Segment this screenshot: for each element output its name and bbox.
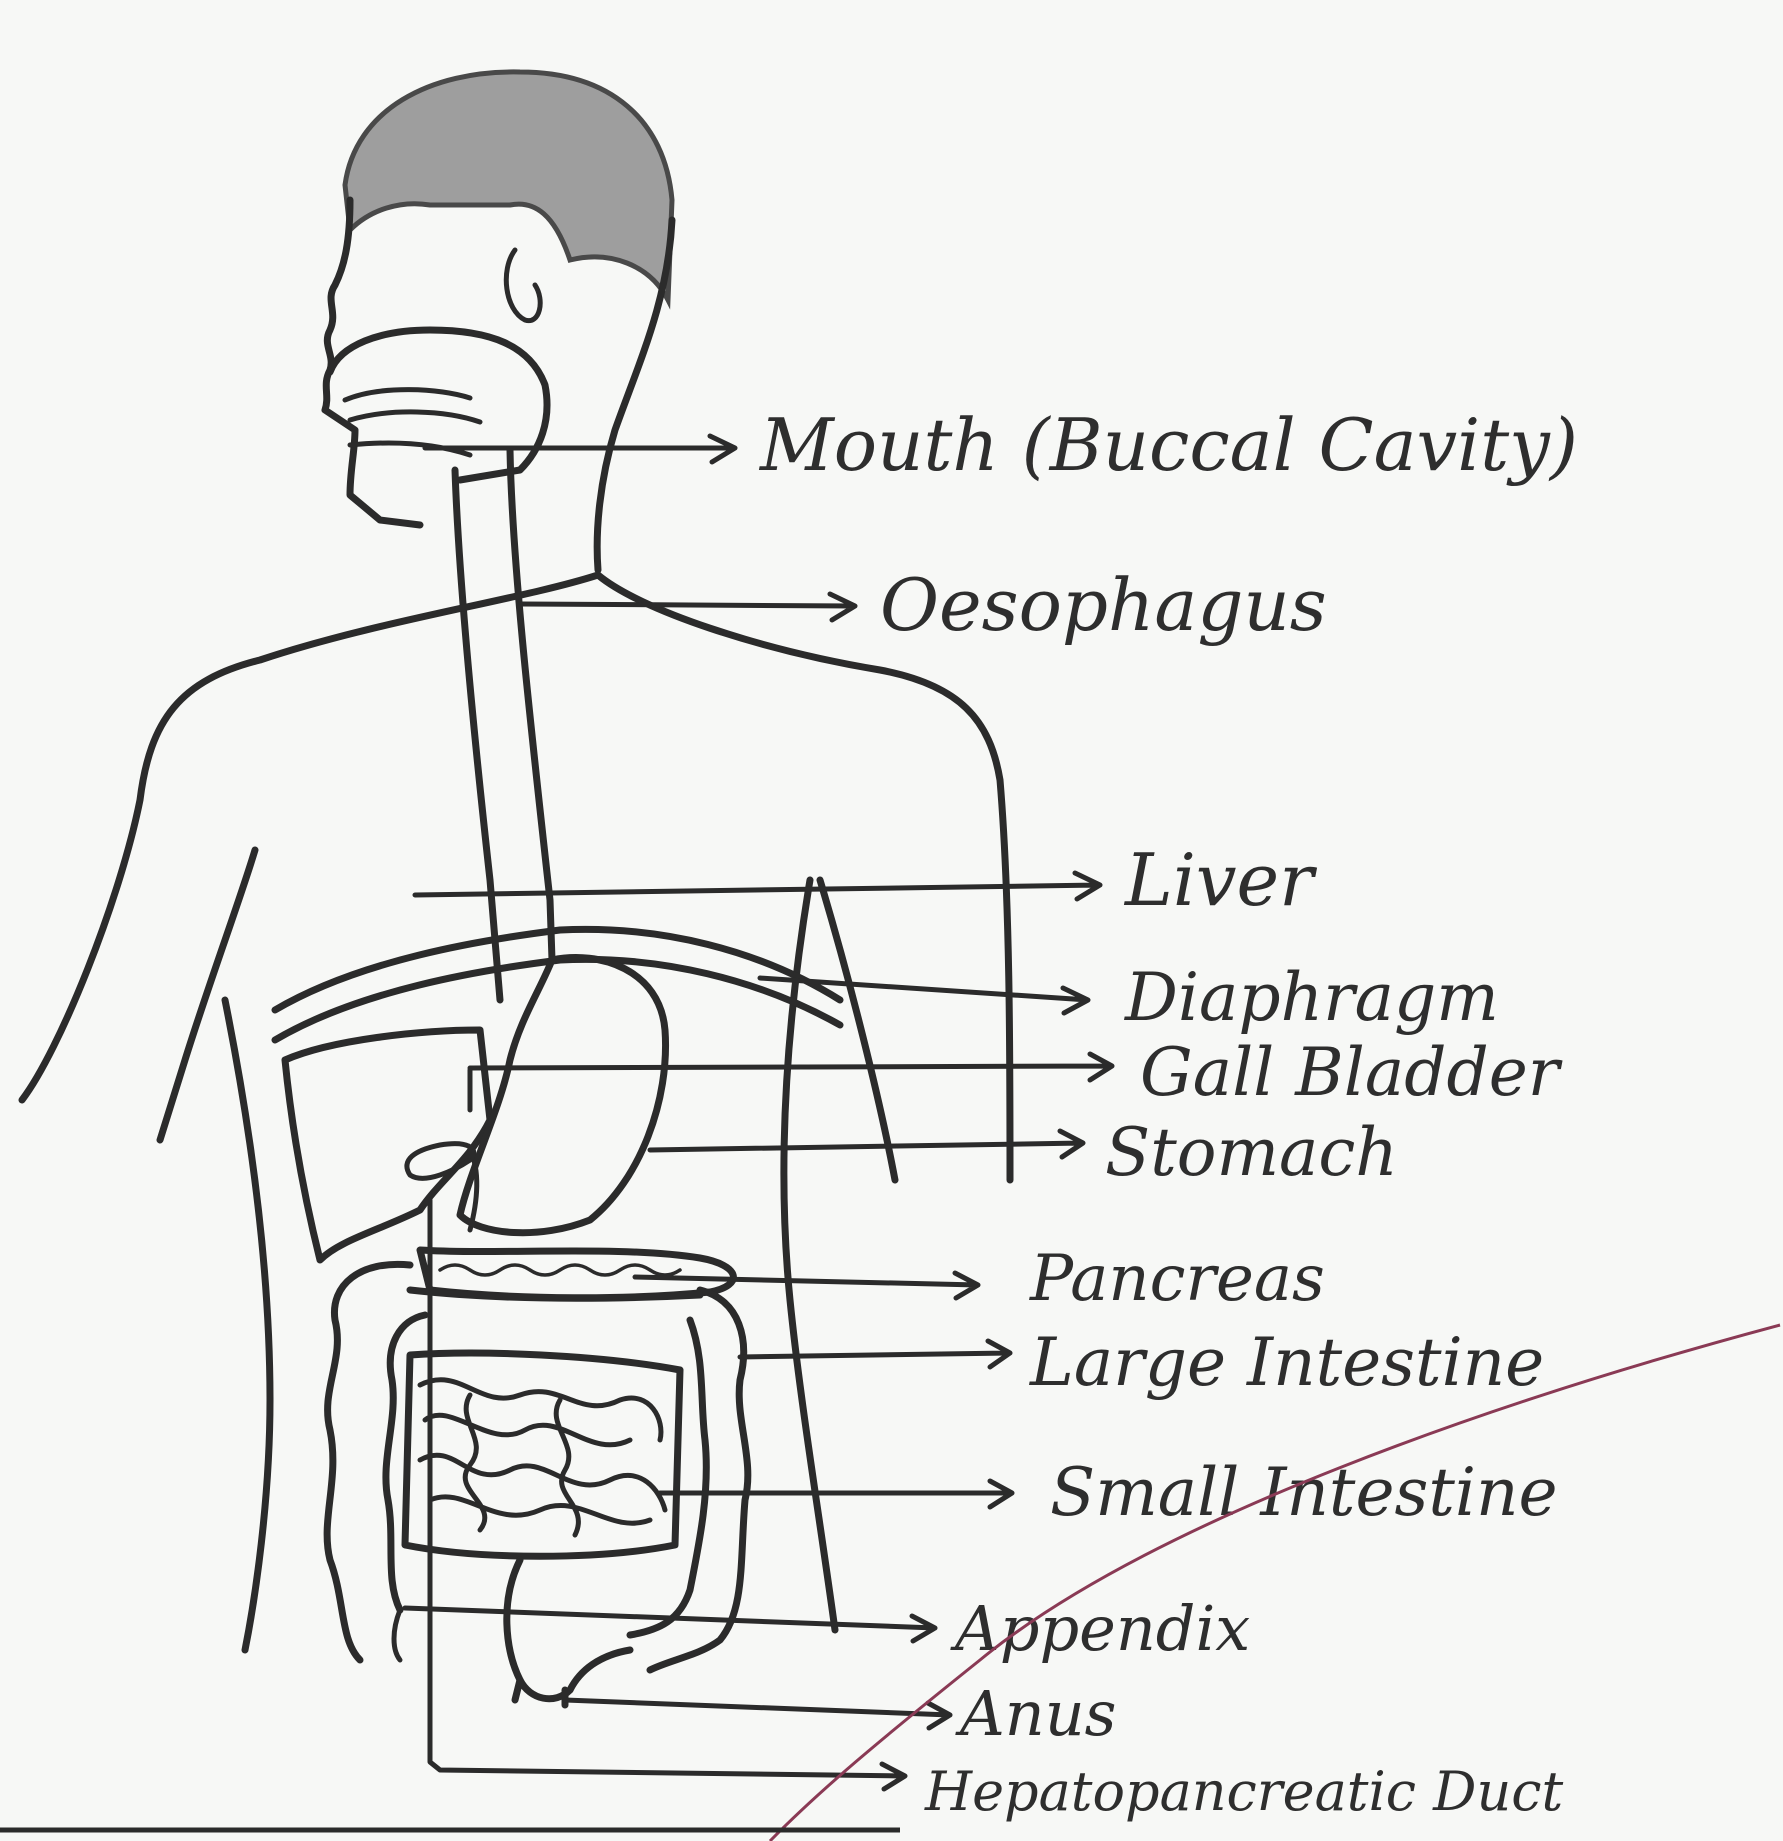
ear — [506, 250, 540, 321]
pointer-anus — [565, 1700, 950, 1728]
pancreas — [420, 1250, 733, 1298]
label-pancreas: Pancreas — [1029, 1242, 1325, 1316]
mouth-cavity — [330, 330, 547, 480]
head — [325, 72, 672, 570]
small-intestine — [405, 1353, 680, 1556]
label-mouth: Mouth (Buccal Cavity) — [758, 403, 1578, 487]
tongue-lower — [350, 412, 480, 422]
torso — [22, 575, 1010, 1650]
stomach-outline — [460, 958, 666, 1233]
small-intestine-coils — [420, 1380, 665, 1535]
oesophagus-left-wall — [455, 470, 500, 1000]
stomach — [460, 958, 666, 1233]
label-appendix: Appendix — [950, 1592, 1250, 1665]
appendix-outline — [394, 1610, 400, 1660]
oesophagus — [455, 450, 552, 1000]
label-gall-bladder: Gall Bladder — [1140, 1034, 1563, 1111]
left-flank — [225, 1000, 270, 1650]
label-small-intestine: Small Intestine — [1050, 1454, 1558, 1531]
pointer-hepatopancreatic-duct — [430, 1070, 905, 1789]
pointer-liver — [415, 873, 1100, 899]
label-stomach: Stomach — [1105, 1114, 1398, 1191]
diaphragm — [275, 929, 840, 1040]
buccal-cavity-outline — [330, 330, 547, 480]
pointer-stomach — [650, 1131, 1083, 1157]
tongue-upper — [345, 390, 470, 400]
pointer-mouth — [425, 436, 735, 462]
label-anus: Anus — [955, 1677, 1116, 1750]
pointer-small-intestine — [660, 1481, 1012, 1507]
pancreas-texture — [440, 1265, 680, 1275]
label-oesophagus: Oesophagus — [880, 563, 1327, 647]
pancreas-outline — [420, 1250, 733, 1298]
pointer-oesophagus — [522, 594, 855, 620]
label-hepatopancreatic-duct: Hepatopancreatic Duct — [924, 1760, 1563, 1823]
pointer-large-intestine — [740, 1341, 1010, 1367]
pointer-appendix — [405, 1608, 935, 1641]
label-large-intestine: Large Intestine — [1029, 1324, 1544, 1401]
label-liver: Liver — [1123, 838, 1317, 922]
oesophagus-right-wall — [510, 450, 552, 960]
diaphragm-upper — [275, 929, 840, 1010]
right-arm-inner — [820, 880, 895, 1180]
label-diaphragm: Diaphragm — [1124, 959, 1499, 1036]
caecum-rectum — [507, 1560, 630, 1699]
